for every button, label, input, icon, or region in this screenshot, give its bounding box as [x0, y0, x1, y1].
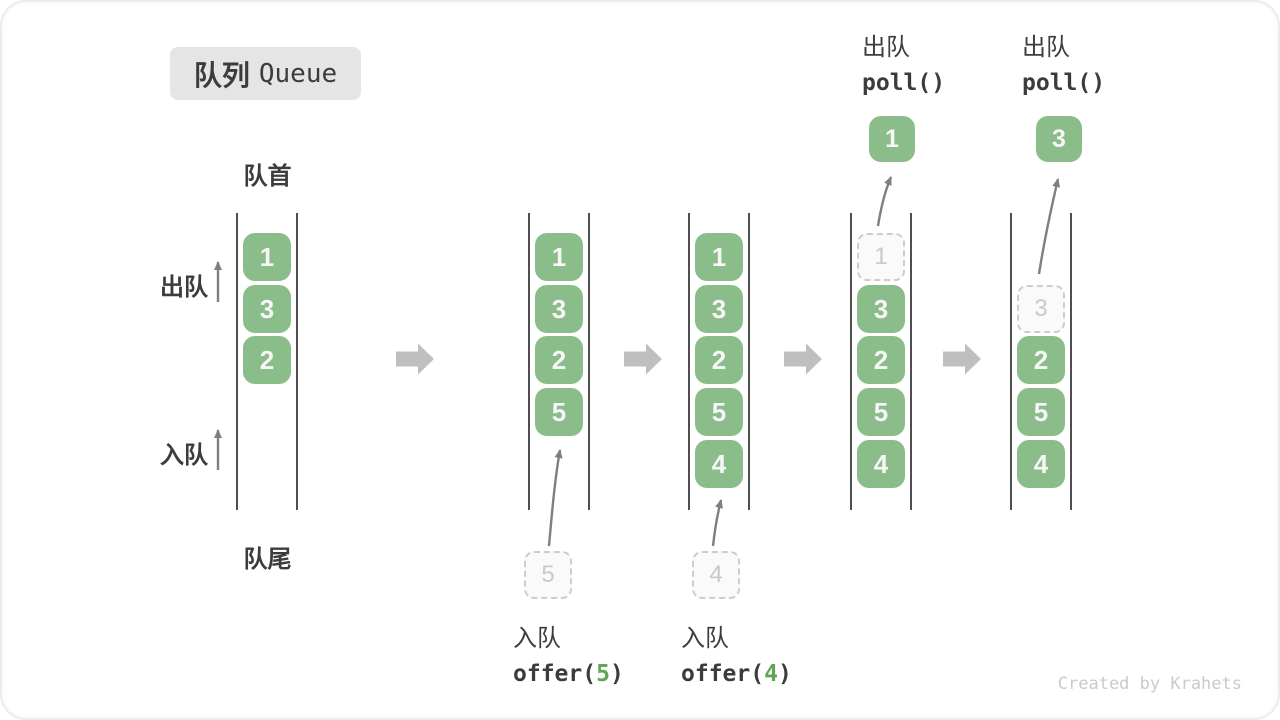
queue-element: 5: [1017, 388, 1065, 436]
queue-element: 2: [857, 336, 905, 384]
queue-wall-left: [528, 213, 530, 510]
enqueue-caption-code: offer(4): [681, 661, 792, 687]
title-en: Queue: [258, 58, 338, 89]
queue-element: 4: [857, 440, 905, 488]
dequeue-caption: 出队 poll(): [862, 27, 945, 96]
queue-wall-left: [236, 213, 238, 510]
enqueue-label: 入队: [160, 442, 208, 469]
title-badge: 队列 Queue: [170, 47, 361, 100]
queue-element: 1: [695, 233, 743, 281]
enqueue-caption-zh: 入队: [513, 625, 561, 652]
queue-element: 2: [1017, 336, 1065, 384]
dequeue-caption-code: poll(): [1022, 70, 1106, 96]
queue-wall-left: [688, 213, 690, 510]
staged-element-box: 5: [524, 551, 572, 599]
queue-element: 2: [535, 336, 583, 384]
queue-element: 2: [695, 336, 743, 384]
enqueue-caption: 入队 offer(4): [681, 618, 792, 687]
queue-element: 4: [1017, 440, 1065, 488]
queue-wall-left: [850, 213, 852, 510]
code-arg: 4: [764, 661, 778, 687]
queue-column-4: 1 3 2 5 4: [850, 213, 912, 510]
queue-element: 3: [695, 285, 743, 333]
queue-element: 4: [695, 440, 743, 488]
queue-wall-right: [588, 213, 590, 510]
code-suf: ): [777, 661, 792, 687]
enqueue-caption-code: offer(5): [513, 661, 624, 687]
queue-element: 2: [243, 336, 291, 384]
dequeue-caption-code: poll(): [862, 70, 946, 96]
queue-element: 1: [243, 233, 291, 281]
title-zh: 队列: [193, 59, 250, 91]
code-pre: offer(: [513, 661, 597, 687]
watermark: Created by Krahets: [1057, 674, 1242, 694]
queue-element-removed: 1: [857, 233, 905, 281]
dequeue-caption-zh: 出队: [862, 34, 910, 61]
queue-column-1: 1 3 2: [236, 213, 298, 510]
queue-element: 3: [857, 285, 905, 333]
popped-element-box: 1: [869, 116, 915, 162]
state-transition-arrow-icon: [396, 343, 434, 375]
popped-element-box: 3: [1036, 116, 1082, 162]
queue-element: 3: [535, 285, 583, 333]
code-pre: offer(: [681, 661, 765, 687]
code-suf: ): [609, 661, 624, 687]
queue-rear-label: 队尾: [243, 546, 292, 573]
enqueue-caption: 入队 offer(5): [513, 618, 624, 687]
enqueue-caption-zh: 入队: [681, 625, 729, 652]
queue-column-3: 1 3 2 5 4: [688, 213, 750, 510]
code-arg: 5: [596, 661, 610, 687]
queue-element: 5: [535, 388, 583, 436]
queue-element: 1: [535, 233, 583, 281]
queue-wall-right: [910, 213, 912, 510]
state-transition-arrow-icon: [784, 343, 822, 375]
queue-element-removed: 3: [1017, 285, 1065, 333]
queue-wall-right: [748, 213, 750, 510]
queue-column-2: 1 3 2 5: [528, 213, 590, 510]
queue-element: 5: [695, 388, 743, 436]
queue-front-label: 队首: [243, 163, 292, 190]
queue-element: 3: [243, 285, 291, 333]
queue-wall-right: [296, 213, 298, 510]
staged-element-box: 4: [692, 551, 740, 599]
queue-wall-right: [1070, 213, 1072, 510]
state-transition-arrow-icon: [624, 343, 662, 375]
dequeue-caption-zh: 出队: [1022, 34, 1070, 61]
dequeue-label: 出队: [160, 274, 208, 301]
queue-element: 5: [857, 388, 905, 436]
state-transition-arrow-icon: [943, 343, 981, 375]
queue-wall-left: [1010, 213, 1012, 510]
queue-column-5: 3 2 5 4: [1010, 213, 1072, 510]
dequeue-caption: 出队 poll(): [1022, 27, 1105, 96]
